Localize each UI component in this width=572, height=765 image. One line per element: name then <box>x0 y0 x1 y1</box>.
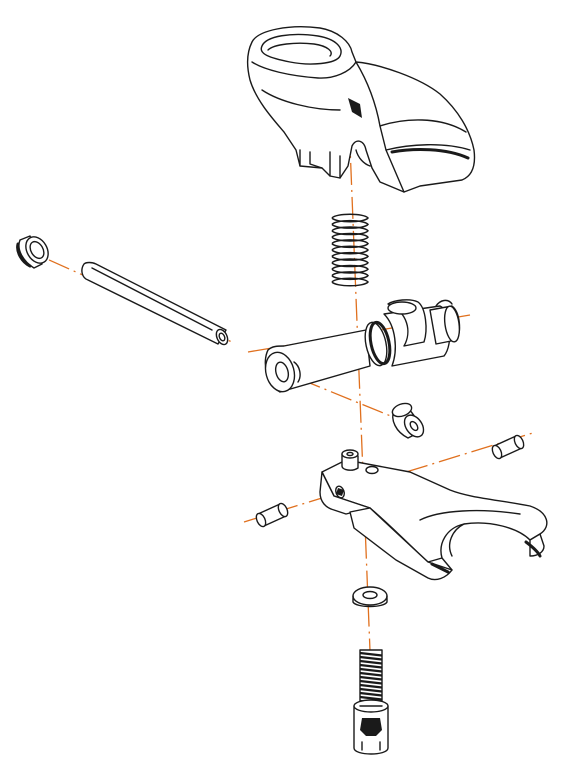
screw-thread <box>359 691 383 697</box>
assembly-axes <box>17 94 537 753</box>
screw-thread <box>359 679 383 685</box>
screw-thread <box>359 663 383 669</box>
screw-thread <box>359 659 383 665</box>
screw-thread <box>359 683 383 689</box>
small-plug <box>391 402 425 439</box>
bushing-sleeve <box>16 235 49 269</box>
fork-bracket <box>319 449 548 581</box>
vertical-axis <box>347 94 375 753</box>
screw-thread <box>359 671 383 677</box>
spring-coil <box>331 277 369 287</box>
long-pin <box>81 261 229 346</box>
plunger-shaft <box>264 299 461 393</box>
top-housing <box>246 26 476 193</box>
washer <box>352 586 388 608</box>
compression-spring <box>331 213 369 287</box>
screw-thread <box>359 651 383 657</box>
dowel-pin-right <box>491 434 525 460</box>
screw-thread <box>359 667 383 673</box>
dowel-pin-left <box>255 502 289 528</box>
socket-head-cap-screw <box>353 649 389 755</box>
screw-thread <box>359 695 383 701</box>
screw-thread <box>359 655 383 661</box>
screw-thread <box>359 675 383 681</box>
screw-thread <box>359 687 383 693</box>
